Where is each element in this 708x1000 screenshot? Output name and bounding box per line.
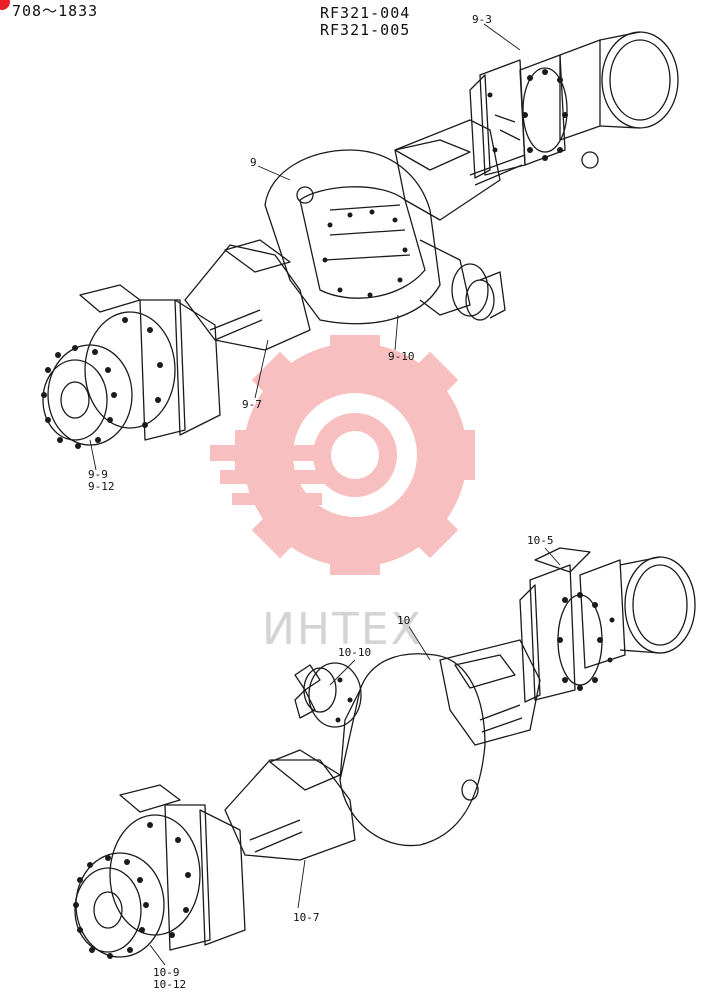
corner-badge xyxy=(0,0,10,10)
label-9: 9 xyxy=(250,156,257,169)
serial-range: 708～1833 xyxy=(12,2,99,20)
watermark-text: ИНТЕХ xyxy=(262,604,423,655)
label-9-7: 9-7 xyxy=(242,398,262,411)
upper-left-arm xyxy=(184,244,311,351)
upper-axle xyxy=(41,31,679,449)
label-9-3: 9-3 xyxy=(472,13,492,26)
watermark-gear-logo xyxy=(210,335,475,575)
lower-axle xyxy=(73,547,696,959)
upper-leader-lines xyxy=(89,23,521,471)
model-code-2: RF321-005 xyxy=(320,21,411,39)
label-10-9: 10-9 xyxy=(153,966,180,979)
lower-right-hub xyxy=(519,547,696,703)
lower-leader-lines xyxy=(149,547,561,966)
lower-left-arm xyxy=(224,759,356,861)
label-9-12: 9-12 xyxy=(88,480,115,493)
lower-left-hub xyxy=(73,784,246,959)
upper-differential-housing xyxy=(264,149,506,325)
label-10-12: 10-12 xyxy=(153,978,187,991)
model-code-1: RF321-004 xyxy=(320,4,411,22)
upper-right-hub xyxy=(469,31,679,179)
lower-right-arm xyxy=(439,639,541,746)
label-9-10: 9-10 xyxy=(388,350,415,363)
label-10-7: 10-7 xyxy=(293,911,320,924)
label-10: 10 xyxy=(397,614,411,627)
lower-differential-housing xyxy=(339,653,486,847)
label-10-5: 10-5 xyxy=(527,534,554,547)
label-10-10: 10-10 xyxy=(338,646,372,659)
upper-left-hub xyxy=(41,284,221,449)
label-9-9: 9-9 xyxy=(88,468,108,481)
lower-pinion-flange xyxy=(294,662,362,728)
